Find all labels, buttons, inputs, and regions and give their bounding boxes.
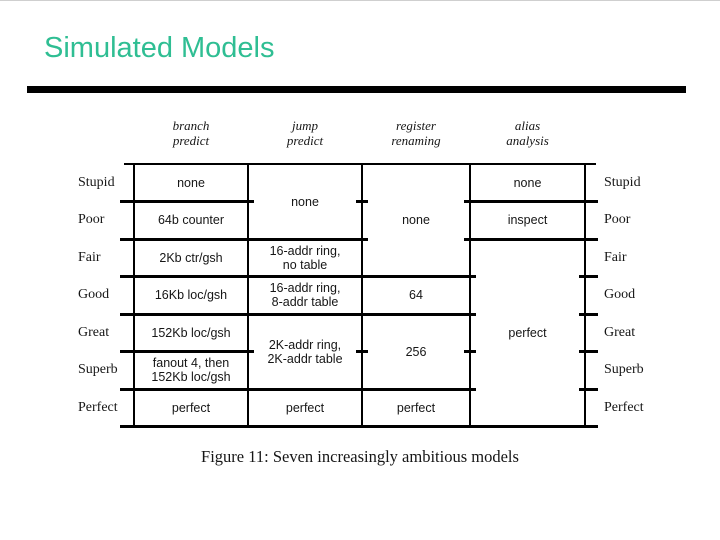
table-row-line <box>356 350 368 353</box>
table-row-line <box>242 350 254 353</box>
cell-branch-predict-row6: perfect <box>171 400 211 415</box>
table-row-line <box>242 200 254 203</box>
cell-jump-predict-row6: perfect <box>285 400 325 415</box>
table-row-line <box>464 388 476 391</box>
table-row-line <box>464 238 591 241</box>
title-rule <box>27 86 686 93</box>
cell-jump-predict-row3: 16-addr ring, 8-addr table <box>269 281 341 309</box>
row-label-right-great: Great <box>604 324 636 340</box>
table-row-line <box>356 275 476 278</box>
table-row-line <box>128 200 254 203</box>
cell-branch-predict-row1: 64b counter <box>157 213 225 227</box>
cell-register-renaming-row4: 256 <box>405 344 427 359</box>
table-border-vertical <box>469 164 471 427</box>
cell-alias-analysis-row0: none <box>513 175 542 190</box>
table-row-line <box>356 200 368 203</box>
table-row-line <box>579 388 591 391</box>
slide-title: Simulated Models <box>44 32 275 64</box>
row-label-right-perfect: Perfect <box>604 399 644 415</box>
row-label-right-good: Good <box>604 287 636 302</box>
table-row-line <box>464 200 591 203</box>
table-row-line <box>242 313 368 316</box>
table-row-line <box>242 275 368 278</box>
table-row-line <box>464 313 476 316</box>
table-row-line <box>579 275 591 278</box>
table-border-bottom <box>120 425 598 428</box>
cell-jump-predict-row2: 16-addr ring, no table <box>269 243 341 272</box>
cell-register-renaming-row0: none <box>402 213 430 227</box>
table-row-line <box>579 350 591 353</box>
cell-alias-analysis-row2: perfect <box>508 325 547 340</box>
row-label-left-fair: Fair <box>78 249 101 265</box>
table-row-line <box>579 313 591 316</box>
row-label-right-fair: Fair <box>604 249 627 265</box>
table-row-line <box>356 388 476 391</box>
cell-jump-predict-row0: none <box>291 194 319 209</box>
cell-register-renaming-row6: perfect <box>396 400 436 415</box>
row-label-left-perfect: Perfect <box>78 399 118 415</box>
cell-branch-predict-row2: 2Kb ctr/gsh <box>159 250 223 265</box>
table-row-line <box>128 313 254 316</box>
row-label-left-great: Great <box>78 324 110 340</box>
table-row-line <box>464 350 476 353</box>
table-border-vertical <box>361 164 363 427</box>
cell-branch-predict-row4: 152Kb loc/gsh <box>151 325 231 340</box>
table-border-top <box>124 163 596 165</box>
cell-branch-predict-row3: 16Kb loc/gsh <box>154 288 228 302</box>
table-row-line <box>128 238 254 241</box>
row-label-left-stupid: Stupid <box>78 174 115 190</box>
table-row-line <box>356 313 476 316</box>
row-label-left-good: Good <box>78 287 110 302</box>
row-label-left-poor: Poor <box>78 212 105 227</box>
table-border-vertical <box>247 164 249 427</box>
table-row-line <box>128 350 254 353</box>
table-border-vertical <box>584 164 586 427</box>
table-row-line <box>356 238 368 241</box>
cell-branch-predict-row5: fanout 4, then 152Kb loc/gsh <box>151 356 231 384</box>
row-label-right-superb: Superb <box>604 362 644 377</box>
row-label-right-stupid: Stupid <box>604 174 641 190</box>
cell-jump-predict-row4: 2K-addr ring, 2K-addr table <box>267 337 343 366</box>
figure-caption: Figure 11: Seven increasingly ambitious … <box>201 447 519 466</box>
table-row-line <box>128 275 254 278</box>
table-row-line <box>128 388 254 391</box>
row-label-left-superb: Superb <box>78 362 118 377</box>
cell-branch-predict-row0: none <box>177 175 205 190</box>
table-row-line <box>242 388 368 391</box>
table-border-vertical <box>133 164 135 427</box>
table-row-line <box>242 238 368 241</box>
table-row-line <box>464 275 476 278</box>
cell-alias-analysis-row1: inspect <box>507 213 548 227</box>
cell-register-renaming-row3: 64 <box>409 288 423 302</box>
row-label-right-poor: Poor <box>604 212 631 227</box>
